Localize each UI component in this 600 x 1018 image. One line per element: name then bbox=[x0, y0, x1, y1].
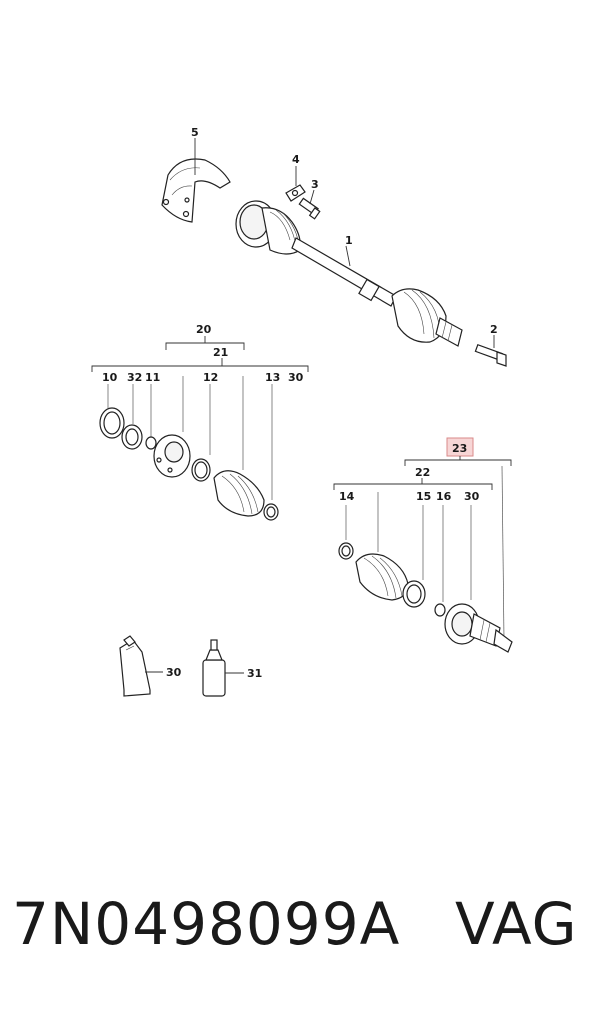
callout-30-kit-b: 30 bbox=[464, 490, 480, 503]
sealant-bottle bbox=[202, 639, 244, 697]
callout-20: 20 bbox=[196, 323, 212, 336]
drive-shaft-assembly bbox=[161, 138, 507, 367]
grease-tube bbox=[119, 635, 163, 697]
callout-30-grease: 30 bbox=[166, 666, 182, 679]
callout-22: 22 bbox=[415, 466, 430, 479]
callout-5: 5 bbox=[191, 126, 199, 139]
outer-cv-joint bbox=[235, 200, 301, 255]
part-number-label: 7N0498099A bbox=[12, 890, 401, 958]
callout-2: 2 bbox=[490, 323, 498, 336]
heat-shield bbox=[161, 158, 231, 223]
inner-joint-kit bbox=[333, 437, 513, 653]
callout-11: 11 bbox=[145, 371, 160, 384]
outer-joint-kit bbox=[91, 336, 309, 521]
callout-14: 14 bbox=[339, 490, 355, 503]
flange-bolt bbox=[474, 343, 507, 367]
callout-4: 4 bbox=[292, 153, 300, 166]
locking-plate bbox=[285, 184, 306, 202]
brand-label: VAG bbox=[455, 890, 578, 958]
shaft-body bbox=[291, 237, 397, 307]
callout-12: 12 bbox=[203, 371, 218, 384]
callout-1: 1 bbox=[345, 234, 353, 247]
small-bolt bbox=[298, 197, 321, 220]
callout-10: 10 bbox=[102, 371, 118, 384]
callout-13: 13 bbox=[265, 371, 280, 384]
callout-21: 21 bbox=[213, 346, 228, 359]
callout-32: 32 bbox=[127, 371, 142, 384]
callout-16: 16 bbox=[436, 490, 452, 503]
callout-15: 15 bbox=[416, 490, 431, 503]
callout-3: 3 bbox=[311, 178, 319, 191]
inner-cv-joint bbox=[391, 288, 463, 347]
callout-30-kit-a: 30 bbox=[288, 371, 304, 384]
callout-23: 23 bbox=[452, 442, 467, 455]
callout-31: 31 bbox=[247, 667, 262, 680]
